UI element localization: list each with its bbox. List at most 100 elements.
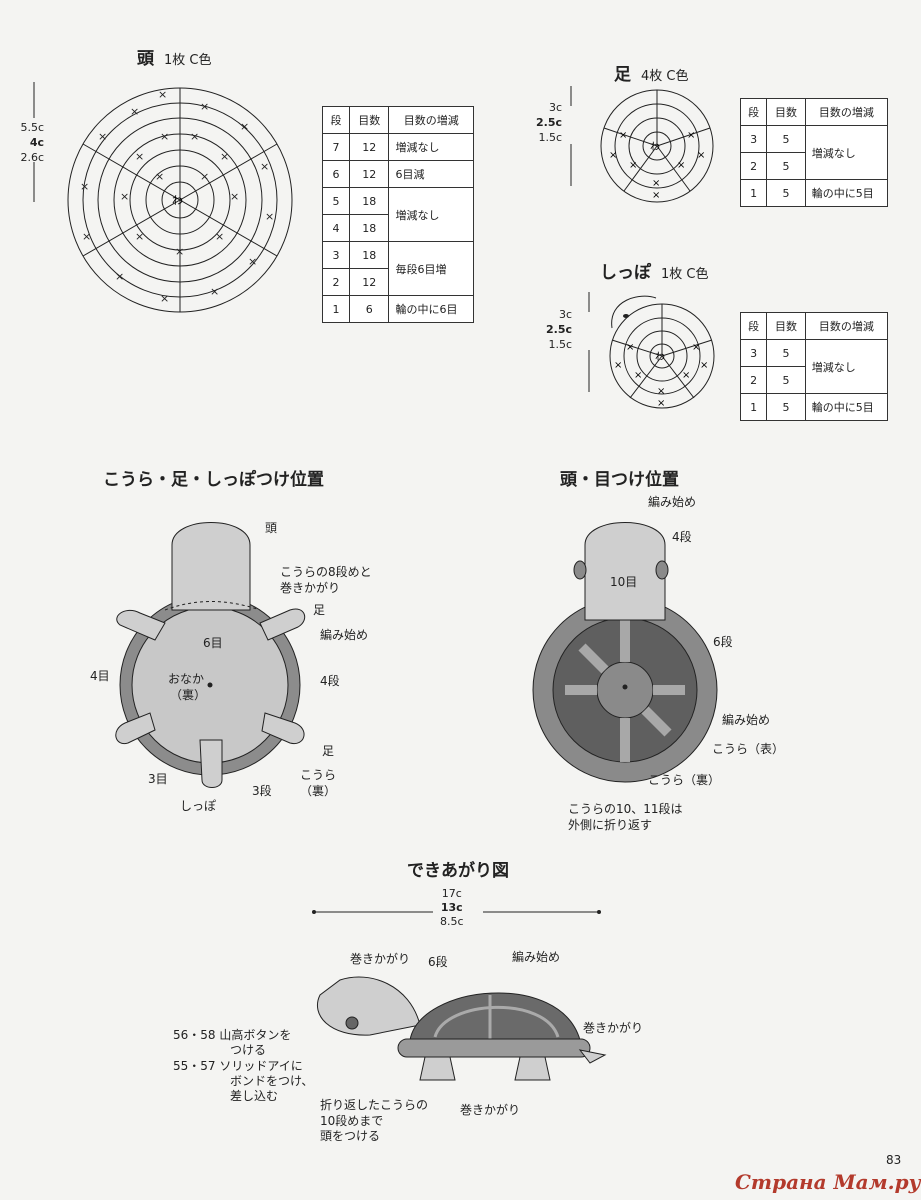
svg-text:×: × [697, 150, 705, 161]
leg-gauge-line [570, 86, 572, 186]
label-shell-row8: こうらの8段めと [280, 565, 372, 579]
svg-text:×: × [98, 130, 107, 143]
col-header: 段 [321, 106, 351, 134]
label-10-stitches: 10目 [610, 575, 638, 589]
gauge-value: 17c [441, 887, 462, 900]
note-eye-line2: ボンドをつけ、 [230, 1074, 314, 1088]
cell: 7 [321, 133, 351, 161]
col-header: 目数の増減 [388, 106, 474, 134]
svg-text:わ: わ [655, 351, 665, 363]
svg-text:×: × [677, 160, 685, 171]
label-belly: おなか [168, 672, 205, 686]
col-header: 段 [739, 98, 768, 126]
cell: 1 [739, 179, 768, 207]
label-row6: 6段 [428, 955, 448, 969]
label-start: 編み始め [722, 713, 771, 727]
label-3-stitches: 3目 [148, 772, 168, 786]
svg-text:×: × [135, 150, 144, 163]
label-whipstitch: 巻きかがり [280, 581, 341, 595]
label-shell: こうら [300, 768, 337, 782]
cell: 2 [739, 366, 768, 394]
label-head: 頭 [265, 521, 278, 535]
label-tail: しっぽ [180, 799, 217, 813]
cell: 2 [321, 268, 351, 296]
head-stitch-chart: わ ×××× ×××× ×××× ×××× ×××× ×××× [67, 87, 293, 313]
tail-gauge-line [588, 292, 590, 392]
leg-gauge: 3c 2.5c 1.5c [530, 100, 562, 145]
table-header-row: 段 目数 目数の増減 [739, 98, 889, 126]
svg-text:×: × [240, 120, 249, 133]
label-shell-back: こうら（裏） [648, 773, 721, 787]
col-header: 段 [739, 312, 768, 340]
tail-count: 1枚 C色 [661, 267, 709, 282]
cell: 5 [766, 393, 806, 421]
svg-text:×: × [175, 245, 184, 258]
label-start-top: 編み始め [648, 495, 697, 509]
svg-text:×: × [158, 88, 167, 101]
cell: 増減なし [388, 187, 474, 242]
svg-text:わ: わ [172, 194, 183, 207]
cell: 1 [321, 295, 351, 323]
label-whipstitch: 巻きかがり [460, 1103, 521, 1117]
label-whipstitch: 巻きかがり [350, 952, 411, 966]
cell: 18 [349, 241, 390, 269]
head-diagram-title: 頭・目つけ位置 [560, 470, 679, 490]
cell: 1 [739, 393, 768, 421]
head-eye-illustration [532, 522, 718, 783]
label-row3: 3段 [252, 784, 272, 798]
label-6-stitches: 6目 [203, 636, 223, 650]
cell: 6 [321, 160, 351, 188]
finished-gauge: 17c 13c 8.5c [440, 887, 464, 929]
svg-text:×: × [115, 270, 124, 283]
cell: 18 [349, 187, 390, 215]
svg-text:×: × [80, 180, 89, 193]
cell: 5 [766, 339, 806, 367]
svg-text:×: × [248, 255, 257, 268]
col-header: 目数の増減 [804, 98, 889, 126]
cell: 12 [349, 133, 390, 161]
svg-text:×: × [626, 342, 634, 353]
label-4-stitches: 4目 [90, 669, 110, 683]
label-whipstitch: 巻きかがり [583, 1021, 644, 1035]
svg-text:×: × [135, 230, 144, 243]
note-button-line2: つける [230, 1043, 267, 1057]
svg-text:×: × [190, 130, 199, 143]
svg-text:×: × [155, 170, 164, 183]
gauge-value: 2.5c [535, 116, 562, 129]
watermark: Страна Мам.ру [735, 1170, 921, 1194]
svg-text:×: × [200, 170, 209, 183]
gauge-value: 5.5c [20, 121, 44, 134]
cell: 12 [349, 160, 390, 188]
col-header: 目数の増減 [804, 312, 889, 340]
shell-attach-illustration [115, 522, 306, 788]
shell-diagram-title: こうら・足・しっぽつけ位置 [103, 470, 324, 490]
label-leg: 足 [313, 603, 326, 617]
svg-text:×: × [614, 360, 622, 371]
cell: 4 [321, 214, 351, 242]
cell: 3 [321, 241, 351, 269]
note-button-line1: 56・58 山高ボタンを [173, 1028, 292, 1042]
leg-title-text: 足 [614, 65, 631, 85]
svg-text:×: × [82, 230, 91, 243]
cell: 3 [739, 339, 768, 367]
label-start: 編み始め [512, 950, 561, 964]
cell: 12 [349, 268, 390, 296]
gauge-value: 3c [558, 308, 572, 321]
tail-title-text: しっぽ [600, 263, 651, 283]
label-shell-back: （裏） [300, 784, 337, 798]
cell: 5 [321, 187, 351, 215]
note-fold-line2: 10段めまで [320, 1114, 384, 1128]
col-header: 目数 [349, 106, 390, 134]
svg-text:×: × [652, 178, 660, 189]
cell: 5 [766, 152, 806, 180]
label-leg: 足 [322, 744, 335, 758]
